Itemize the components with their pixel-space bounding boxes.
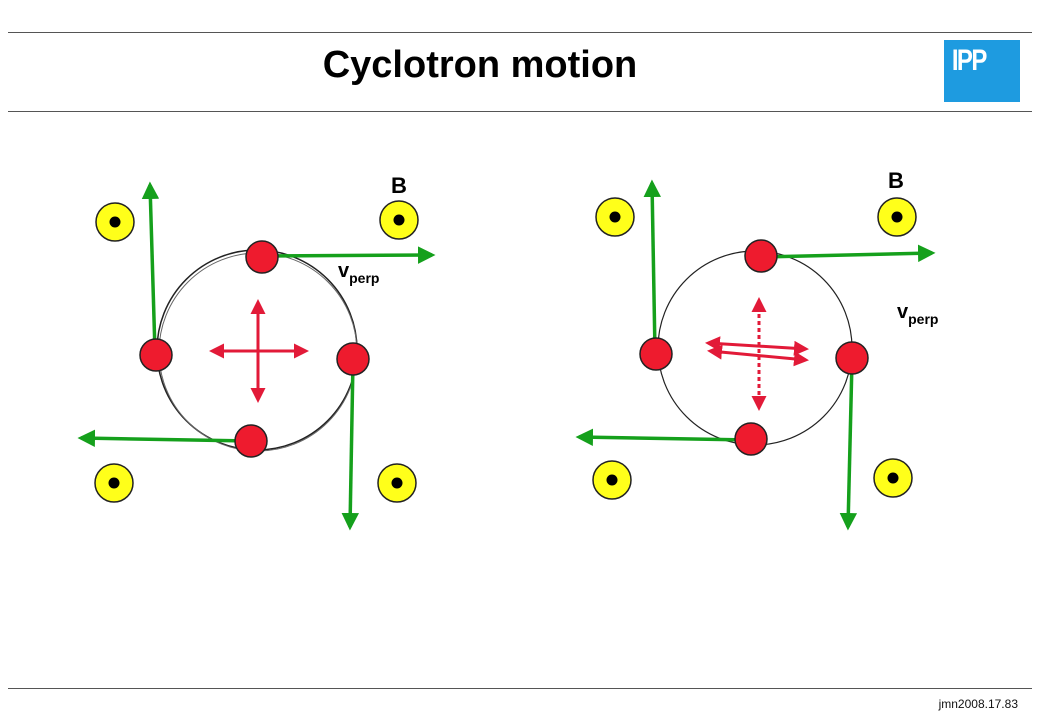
force-arrow-horizontal-upper [705,336,809,356]
particle-left [139,338,173,372]
field-marker-bottom-left [94,463,134,503]
field-label-b: B [888,168,904,193]
velocity-arrow-bottom [77,429,251,447]
velocity-label-sub: perp [349,270,379,286]
particle-bottom [234,424,268,458]
velocity-label-sub: perp [908,311,938,327]
field-marker-top-left [95,202,135,242]
panel-left: B vperp [77,173,436,531]
field-marker-bottom-right [873,458,913,498]
velocity-arrow-right [839,360,858,531]
top-rule [8,32,1032,33]
velocity-arrow-left [643,179,661,353]
orbit-circle [657,250,853,446]
field-marker-bottom-right [377,463,417,503]
field-marker-top-right [379,200,419,240]
velocity-label-v: v [338,260,350,282]
panel-right: B vperp [575,168,938,531]
ipp-logo: IPP [944,40,1020,102]
particle-left [639,337,673,371]
velocity-arrow-top [261,246,436,264]
field-marker-top-right [877,197,917,237]
slide-title: Cyclotron motion [322,44,638,86]
particle-right [336,342,370,376]
velocity-label: vperp [338,260,379,286]
velocity-label-v: v [897,301,909,323]
logo-text: IPP [951,44,987,77]
field-label-b: B [391,173,407,198]
particle-right [835,341,869,375]
velocity-label: vperp [897,301,938,327]
particle-top [744,239,778,273]
velocity-arrow-left [141,181,160,353]
field-marker-bottom-left [592,460,632,500]
particle-bottom [734,422,768,456]
footer-code: jmn2008.17.83 [938,697,1018,711]
velocity-arrow-bottom [575,428,751,446]
header-rule [8,111,1032,112]
velocity-arrow-top [761,244,936,263]
particle-top [245,240,279,274]
field-marker-top-left [595,197,635,237]
velocity-arrow-right [341,360,360,531]
footer-rule [8,688,1032,689]
